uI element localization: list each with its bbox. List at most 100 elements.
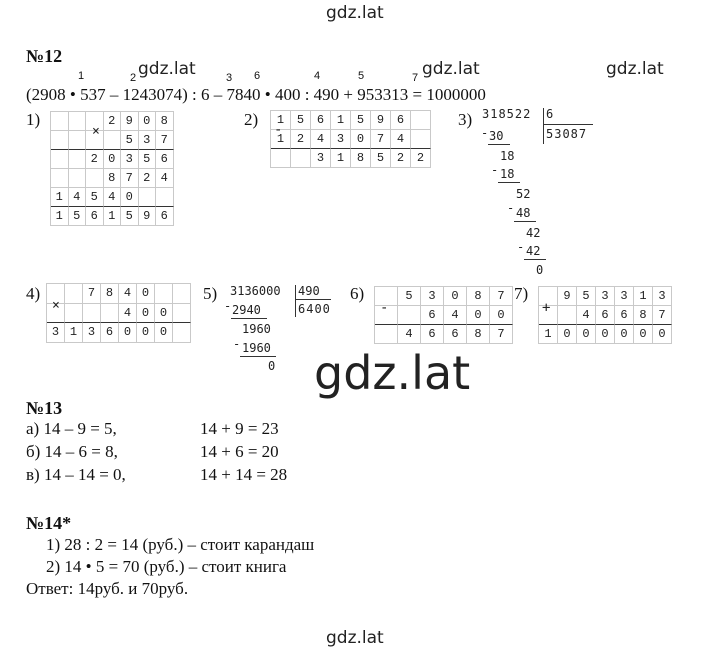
step-number: 4: [314, 70, 321, 82]
grid-cell: 3: [615, 287, 634, 306]
watermark: gdz.lat: [326, 3, 384, 23]
grid-cell: 8: [101, 284, 119, 304]
task13-row-a-right: 14 + 9 = 23: [200, 419, 279, 438]
grid-cell: 2: [411, 149, 431, 168]
grid-cell: [47, 303, 65, 323]
grid-cell: 2: [138, 169, 156, 188]
task14-answer: Ответ: 14руб. и 70руб.: [26, 579, 189, 598]
grid-cell: [101, 303, 119, 323]
minus-sign: -: [380, 300, 389, 316]
step-number: 2: [130, 72, 137, 84]
grid-cell: [68, 131, 86, 150]
multiply-sign: ×: [52, 298, 60, 313]
grid-cell: 4: [398, 325, 421, 344]
grid-cell: 5: [577, 287, 596, 306]
grid-cell: 0: [155, 303, 173, 323]
grid-cell: [86, 112, 104, 131]
grid-cell: [558, 306, 577, 325]
division-5-step: 1960: [242, 322, 271, 336]
grid-cell: 7: [83, 284, 101, 304]
grid-cell: 0: [444, 287, 467, 306]
grid-cell: [68, 169, 86, 188]
label-5: 5): [203, 284, 218, 303]
grid-cell: 8: [467, 325, 490, 344]
grid-cell: 1: [331, 111, 351, 130]
grid-cell: 2: [103, 112, 121, 131]
task13-row-b-left: б) 14 – 6 = 8,: [26, 442, 118, 461]
division-3-step: 18: [500, 149, 515, 163]
division-3-dividend: 318522: [482, 107, 532, 121]
grid-cell: 8: [156, 112, 174, 131]
grid-cell: 6: [156, 207, 174, 226]
grid-cell: [173, 303, 191, 323]
grid-cell: 4: [119, 303, 137, 323]
grid-cell: 5: [138, 150, 156, 169]
division-3-step: 48: [516, 206, 531, 220]
grid-cell: [47, 284, 65, 304]
grid-cell: [51, 112, 69, 131]
grid-cell: 4: [391, 130, 411, 149]
grid-cell: [65, 303, 83, 323]
grid-cell: 6: [311, 111, 331, 130]
grid-cell: [51, 131, 69, 150]
grid-cell: [398, 306, 421, 325]
grid-cell: 6: [101, 323, 119, 343]
grid-cell: 7: [653, 306, 672, 325]
division-5-dividend: 3136000: [230, 284, 281, 298]
watermark: gdz.lat: [606, 59, 664, 79]
division-3-step: 42: [526, 226, 541, 240]
label-2: 2): [244, 110, 259, 129]
grid-cell: 5: [351, 111, 371, 130]
grid-cell: 3: [47, 323, 65, 343]
grid-cell: 5: [398, 287, 421, 306]
division-5-step: 1960: [242, 341, 271, 355]
grid-cell: 3: [653, 287, 672, 306]
grid-cell: 3: [421, 287, 444, 306]
grid-cell: 5: [121, 131, 139, 150]
grid-cell: 4: [444, 306, 467, 325]
grid-cell: 7: [371, 130, 391, 149]
grid-cell: 6: [444, 325, 467, 344]
grid-cell: 1: [51, 207, 69, 226]
grid-cell: 6: [156, 150, 174, 169]
task14-line-2: 2) 14 • 5 = 70 (руб.) – стоит книга: [46, 557, 287, 576]
grid-cell: [83, 303, 101, 323]
grid-cell: 9: [558, 287, 577, 306]
division-5-remainder: 0: [268, 359, 276, 373]
grid-cell: [86, 169, 104, 188]
grid-cell: 9: [371, 111, 391, 130]
grid-cell: 4: [311, 130, 331, 149]
grid-cell: [375, 306, 398, 325]
grid-cell: 6: [615, 306, 634, 325]
task13-row-c-left: в) 14 – 14 = 0,: [26, 465, 126, 484]
grid-cell: 5: [68, 207, 86, 226]
grid-cell: 0: [351, 130, 371, 149]
grid-cell: [411, 111, 431, 130]
grid-cell: 8: [467, 287, 490, 306]
grid-cell: 0: [103, 150, 121, 169]
step-number: 1: [78, 70, 85, 82]
grid-cell: [51, 169, 69, 188]
grid-cell: [411, 130, 431, 149]
grid-cell: 0: [490, 306, 513, 325]
grid-cell: 6: [86, 207, 104, 226]
label-1: 1): [26, 110, 41, 129]
grid-cell: 0: [138, 112, 156, 131]
step-number: 6: [254, 70, 261, 82]
minus-sign: -: [274, 122, 283, 138]
task13-heading: №13: [26, 398, 63, 418]
grid-cell: 2: [291, 130, 311, 149]
step-number: 5: [358, 70, 365, 82]
grid-cell: 3: [331, 130, 351, 149]
division-3-divisor: 6: [546, 107, 554, 121]
grid-cell: 3: [311, 149, 331, 168]
grid-cell: 1: [271, 130, 291, 149]
label-4: 4): [26, 284, 41, 303]
division-3-step: 42: [526, 244, 541, 258]
grid-cell: [539, 287, 558, 306]
grid-cell: 0: [577, 325, 596, 344]
